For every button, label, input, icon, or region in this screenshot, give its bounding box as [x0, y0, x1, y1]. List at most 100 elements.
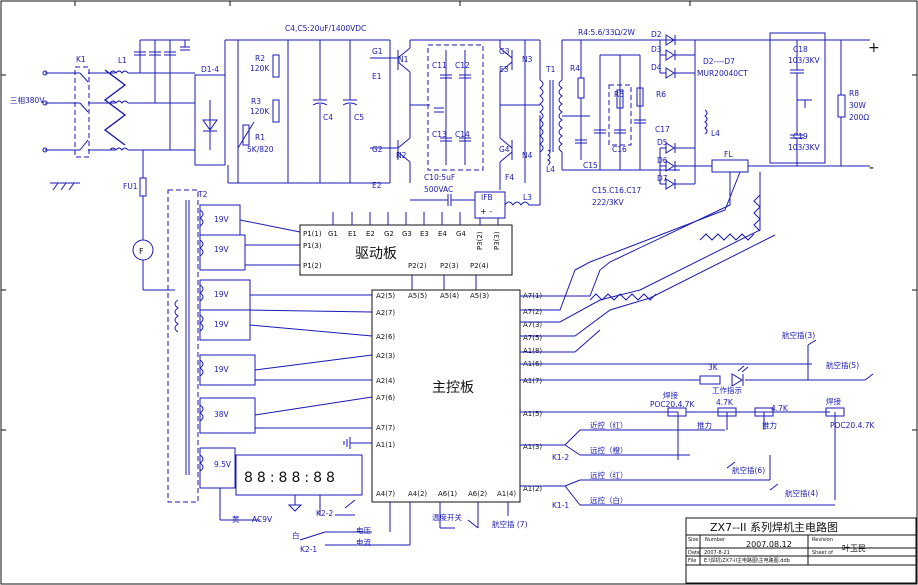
r4-spec: R4:5.6/33Ω/2W — [578, 28, 636, 37]
t2-tap-5: 19V — [214, 365, 230, 374]
r3k-label: 3K — [708, 363, 719, 372]
c4-label: C4 — [323, 113, 333, 122]
driver-pin-p2-3: P2(3) — [440, 262, 459, 270]
yellow-wire-label: 黄 — [232, 514, 240, 524]
t2-output-wires — [199, 204, 373, 521]
t1-label: T1 — [545, 65, 556, 74]
driver-pin-g4: G4 — [456, 230, 466, 238]
dc-bus-lines — [224, 39, 390, 184]
l4-left-coil — [547, 149, 551, 166]
main-pin-a5-5: A5(5) — [408, 292, 427, 300]
c11-label: C11 — [432, 61, 447, 70]
title-field-number: Number — [705, 537, 726, 543]
c17-label: C17 — [655, 125, 670, 134]
main-pin-a1-1: A1(1) — [376, 441, 395, 449]
plug6-label: 航空插(6) — [732, 465, 765, 475]
t2-tap-6: 38V — [214, 410, 230, 419]
thrust-potentiometer-1 — [717, 407, 737, 417]
main-pin-a7-2: A7(2) — [523, 308, 542, 316]
d3-label: D3 — [651, 45, 662, 54]
c10-label: C10:5uF — [424, 173, 455, 182]
n2-label: N2 — [396, 151, 407, 160]
g4-label: G4 — [499, 145, 510, 154]
feedback-twisted-wires — [520, 171, 812, 365]
r3-label: R3 — [251, 97, 261, 106]
gate-drive-wires — [332, 212, 499, 290]
thrust-label-2: 推力 — [762, 420, 777, 430]
main-pin-a7-6: A7(6) — [376, 394, 395, 402]
main-left-pins: A2(7) A2(6) A2(3) A2(4) A7(6) A7(7) A1(1… — [376, 309, 395, 449]
c15-17-value: 222/3KV — [592, 198, 625, 207]
title-field-revision: Revision — [812, 537, 833, 543]
weld-label-2: 焊接 — [826, 396, 841, 406]
main-board-title: 主控板 — [432, 380, 474, 396]
c15-17-spec: C15.C16.C17 — [592, 186, 641, 195]
c10-value: 500VAC — [424, 185, 453, 194]
fl-label: FL — [724, 150, 733, 159]
e4-label: F4 — [505, 173, 514, 182]
k1-2-label: K1-2 — [552, 453, 569, 462]
main-pin-a6-2: A6(2) — [468, 490, 487, 498]
driver-pin-g3: G3 — [402, 230, 412, 238]
k1-1-label: K1-1 — [552, 501, 569, 510]
title-date: 2007.08.12 — [746, 540, 792, 549]
c18-label: C18 — [793, 45, 808, 54]
r1-label: R1 — [255, 133, 265, 142]
t2-tap-1: 19V — [214, 215, 230, 224]
c19-label: C19 — [793, 132, 808, 141]
plug4-label: 航空插(4) — [785, 488, 818, 498]
remote-red-2: 远控（红） — [590, 470, 628, 480]
c15-label: C15 — [583, 161, 598, 170]
r4-label: R4 — [570, 64, 580, 73]
c4-c5-spec: C4,C5:20uF/1400VDC — [285, 24, 366, 33]
r5-resistor — [616, 89, 624, 109]
l1-coils — [109, 70, 195, 151]
r47-label-1: 4.7K — [716, 398, 734, 407]
c10-capacitor — [410, 194, 475, 206]
main-pin-a1-8: A1(8) — [523, 347, 542, 355]
c4-c5-capacitors — [312, 40, 358, 183]
bridge-rectifier — [194, 74, 226, 166]
l4-output-inductor — [704, 109, 708, 135]
snubber-dashed-box — [608, 84, 632, 146]
main-pin-a1-4: A1(4) — [497, 490, 516, 498]
fan-label: F — [139, 247, 144, 256]
thrust-resistor-2 — [754, 407, 774, 417]
main-pin-a2-7: A2(7) — [376, 309, 395, 317]
t2-tap-labels: 19V 19V 19V 19V 19V 38V 9.5V — [214, 215, 232, 469]
igbt-right-leg — [410, 39, 540, 190]
driver-pin-p1-3: P1(3) — [303, 242, 322, 250]
white-wire-label: 白 — [292, 530, 300, 540]
main-pin-a7-3: A7(3) — [523, 321, 542, 329]
c16-label: C16 — [612, 145, 627, 154]
d5-label: D5 — [657, 138, 668, 147]
snubber-cap-box — [427, 44, 484, 171]
driver-bottom-pins: P2(2) P2(3) P2(4) — [408, 262, 489, 270]
d6-label: D6 — [657, 156, 668, 165]
current-label: 电流 — [356, 537, 371, 547]
remote-orange: 远控（橙） — [590, 445, 628, 455]
main-pin-a2-3: A2(3) — [376, 352, 395, 360]
t2-tap-2: 19V — [214, 245, 230, 254]
t2-label: T2 — [197, 190, 208, 199]
d4-label: D4 — [651, 63, 662, 72]
work-indicator-led — [731, 365, 749, 387]
main-pin-a2-6: A2(6) — [376, 333, 395, 341]
r-3k — [699, 375, 721, 385]
r8-resistor — [837, 94, 846, 118]
weld-label-1: 焊接 — [663, 390, 678, 400]
weld-potentiometer-1 — [667, 407, 687, 417]
input-label: 三相380V — [10, 95, 45, 105]
output-negative: - — [869, 160, 874, 176]
ground-symbol-left — [50, 182, 80, 191]
title-block — [685, 517, 917, 584]
main-pin-a2-4: A2(4) — [376, 377, 395, 385]
remote-switches — [564, 429, 581, 506]
secondary-snubber — [575, 40, 646, 170]
r1-thermistor-arrow — [237, 121, 255, 149]
l1-choke — [103, 69, 127, 146]
twisted-pair-b — [699, 233, 755, 241]
n1-label: N1 — [398, 55, 409, 64]
d2-label: D2 — [651, 30, 662, 39]
